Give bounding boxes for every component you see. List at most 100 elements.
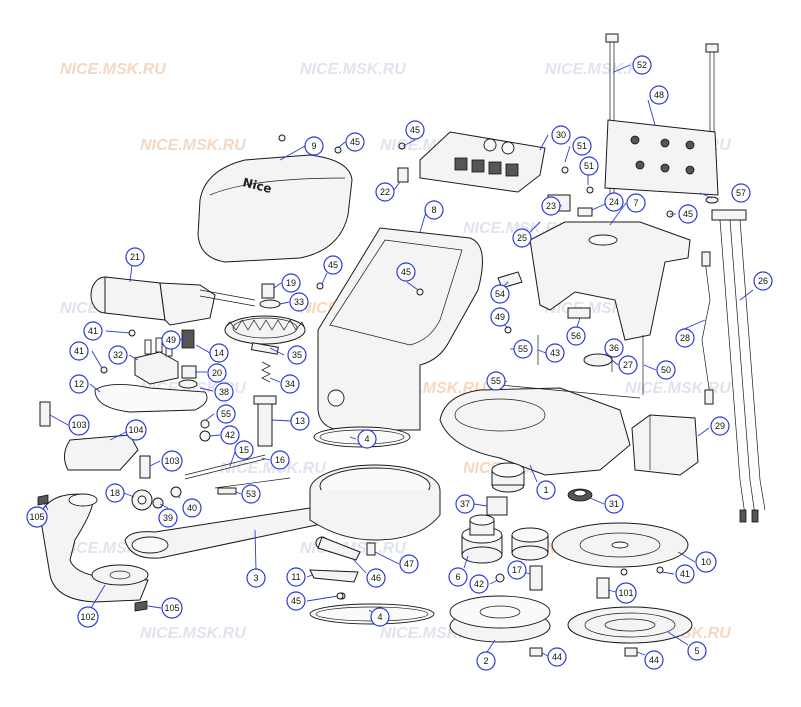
control-board-part xyxy=(419,131,546,193)
clip-part xyxy=(134,600,148,612)
callout-3: 3 xyxy=(246,568,266,588)
callout-104: 104 xyxy=(125,419,147,441)
callout-label: 103 xyxy=(71,420,86,430)
callout-10: 10 xyxy=(695,551,717,573)
large-gear-part xyxy=(224,315,306,345)
callout-label: 3 xyxy=(253,573,258,583)
callout-56: 56 xyxy=(566,326,586,346)
callout-label: 105 xyxy=(164,603,179,613)
callout-19: 19 xyxy=(281,273,301,293)
callout-label: 44 xyxy=(552,652,562,662)
callout-12: 12 xyxy=(69,374,89,394)
callout-label: 13 xyxy=(295,416,305,426)
callout-label: 43 xyxy=(550,348,560,358)
bushing-part xyxy=(529,565,543,591)
callout-label: 1 xyxy=(543,485,548,495)
top-cover-part: Nice xyxy=(197,154,353,263)
pinion-gear-part xyxy=(491,462,525,493)
callout-label: 45 xyxy=(410,125,420,135)
callout-4: 4 xyxy=(357,429,377,449)
callout-17: 17 xyxy=(507,560,527,580)
shaft-part xyxy=(253,395,277,447)
callout-14: 14 xyxy=(209,343,229,363)
callout-label: 45 xyxy=(328,260,338,270)
callout-label: 12 xyxy=(74,379,84,389)
callout-label: 41 xyxy=(88,326,98,336)
callout-label: 55 xyxy=(491,376,501,386)
callout-label: 21 xyxy=(130,252,140,262)
callout-105: 105 xyxy=(26,506,48,528)
callout-36: 36 xyxy=(604,338,624,358)
callout-102: 102 xyxy=(77,606,99,628)
callout-44: 44 xyxy=(547,647,567,667)
pin-part xyxy=(217,487,237,495)
callout-43: 43 xyxy=(545,343,565,363)
pin-part xyxy=(250,342,279,355)
callout-label: 45 xyxy=(291,596,301,606)
callout-49: 49 xyxy=(490,307,510,327)
pin-part xyxy=(214,477,291,489)
callout-47: 47 xyxy=(399,554,419,574)
callout-label: 4 xyxy=(364,434,369,444)
transformer-part xyxy=(631,414,699,476)
callout-label: 23 xyxy=(546,201,556,211)
brand-logo: Nice xyxy=(241,175,273,196)
washer-part xyxy=(178,379,198,389)
small-block-part xyxy=(577,207,593,217)
callout-label: 48 xyxy=(654,90,664,100)
callout-45: 45 xyxy=(286,591,306,611)
bushing-part xyxy=(181,365,197,379)
callout-label: 101 xyxy=(618,588,633,598)
callout-9: 9 xyxy=(304,136,324,156)
callout-24: 24 xyxy=(604,192,624,212)
watermark-text: NICE.MSK.RU xyxy=(545,61,651,78)
callout-42: 42 xyxy=(469,574,489,594)
callout-label: 102 xyxy=(80,612,95,622)
callout-label: 14 xyxy=(214,348,224,358)
leader-lines xyxy=(43,64,754,657)
clip-part xyxy=(397,167,409,183)
callout-label: 2 xyxy=(483,656,488,666)
callout-label: 51 xyxy=(584,161,594,171)
callout-label: 9 xyxy=(311,141,316,151)
callout-label: 10 xyxy=(701,557,711,567)
watermark-text: NICE.MSK.RU xyxy=(140,137,246,154)
callout-103: 103 xyxy=(161,450,183,472)
callout-25: 25 xyxy=(512,228,532,248)
callout-label: 22 xyxy=(380,187,390,197)
callout-7: 7 xyxy=(626,193,646,213)
callout-label: 30 xyxy=(556,130,566,140)
magnet-block-part xyxy=(596,577,610,599)
washer-part xyxy=(170,486,182,498)
callout-13: 13 xyxy=(290,411,310,431)
callout-44: 44 xyxy=(644,650,664,670)
callout-21: 21 xyxy=(125,247,145,267)
callout-label: 46 xyxy=(371,573,381,583)
double-gear-part xyxy=(461,514,549,564)
callout-label: 42 xyxy=(225,430,235,440)
callout-40: 40 xyxy=(182,498,202,518)
motor-bracket-part xyxy=(529,221,691,341)
callout-18: 18 xyxy=(105,483,125,503)
callout-label: 41 xyxy=(680,569,690,579)
mounting-plate-part xyxy=(604,119,719,196)
callout-6: 6 xyxy=(448,567,468,587)
callout-103: 103 xyxy=(68,414,90,436)
callout-22: 22 xyxy=(375,182,395,202)
watermark-text: NICE.MSK.RU xyxy=(60,61,166,78)
callout-label: 32 xyxy=(113,350,123,360)
callout-48: 48 xyxy=(649,85,669,105)
callout-51: 51 xyxy=(572,136,592,156)
callout-label: 34 xyxy=(285,379,295,389)
callout-label: 4 xyxy=(377,612,382,622)
callout-label: 56 xyxy=(571,331,581,341)
base-part xyxy=(439,387,631,476)
nut-part xyxy=(624,647,638,657)
callout-label: 57 xyxy=(736,188,746,198)
callout-label: 38 xyxy=(219,387,229,397)
callout-label: 47 xyxy=(404,559,414,569)
callout-label: 103 xyxy=(164,456,179,466)
callout-label: 33 xyxy=(294,297,304,307)
callout-5: 5 xyxy=(687,641,707,661)
